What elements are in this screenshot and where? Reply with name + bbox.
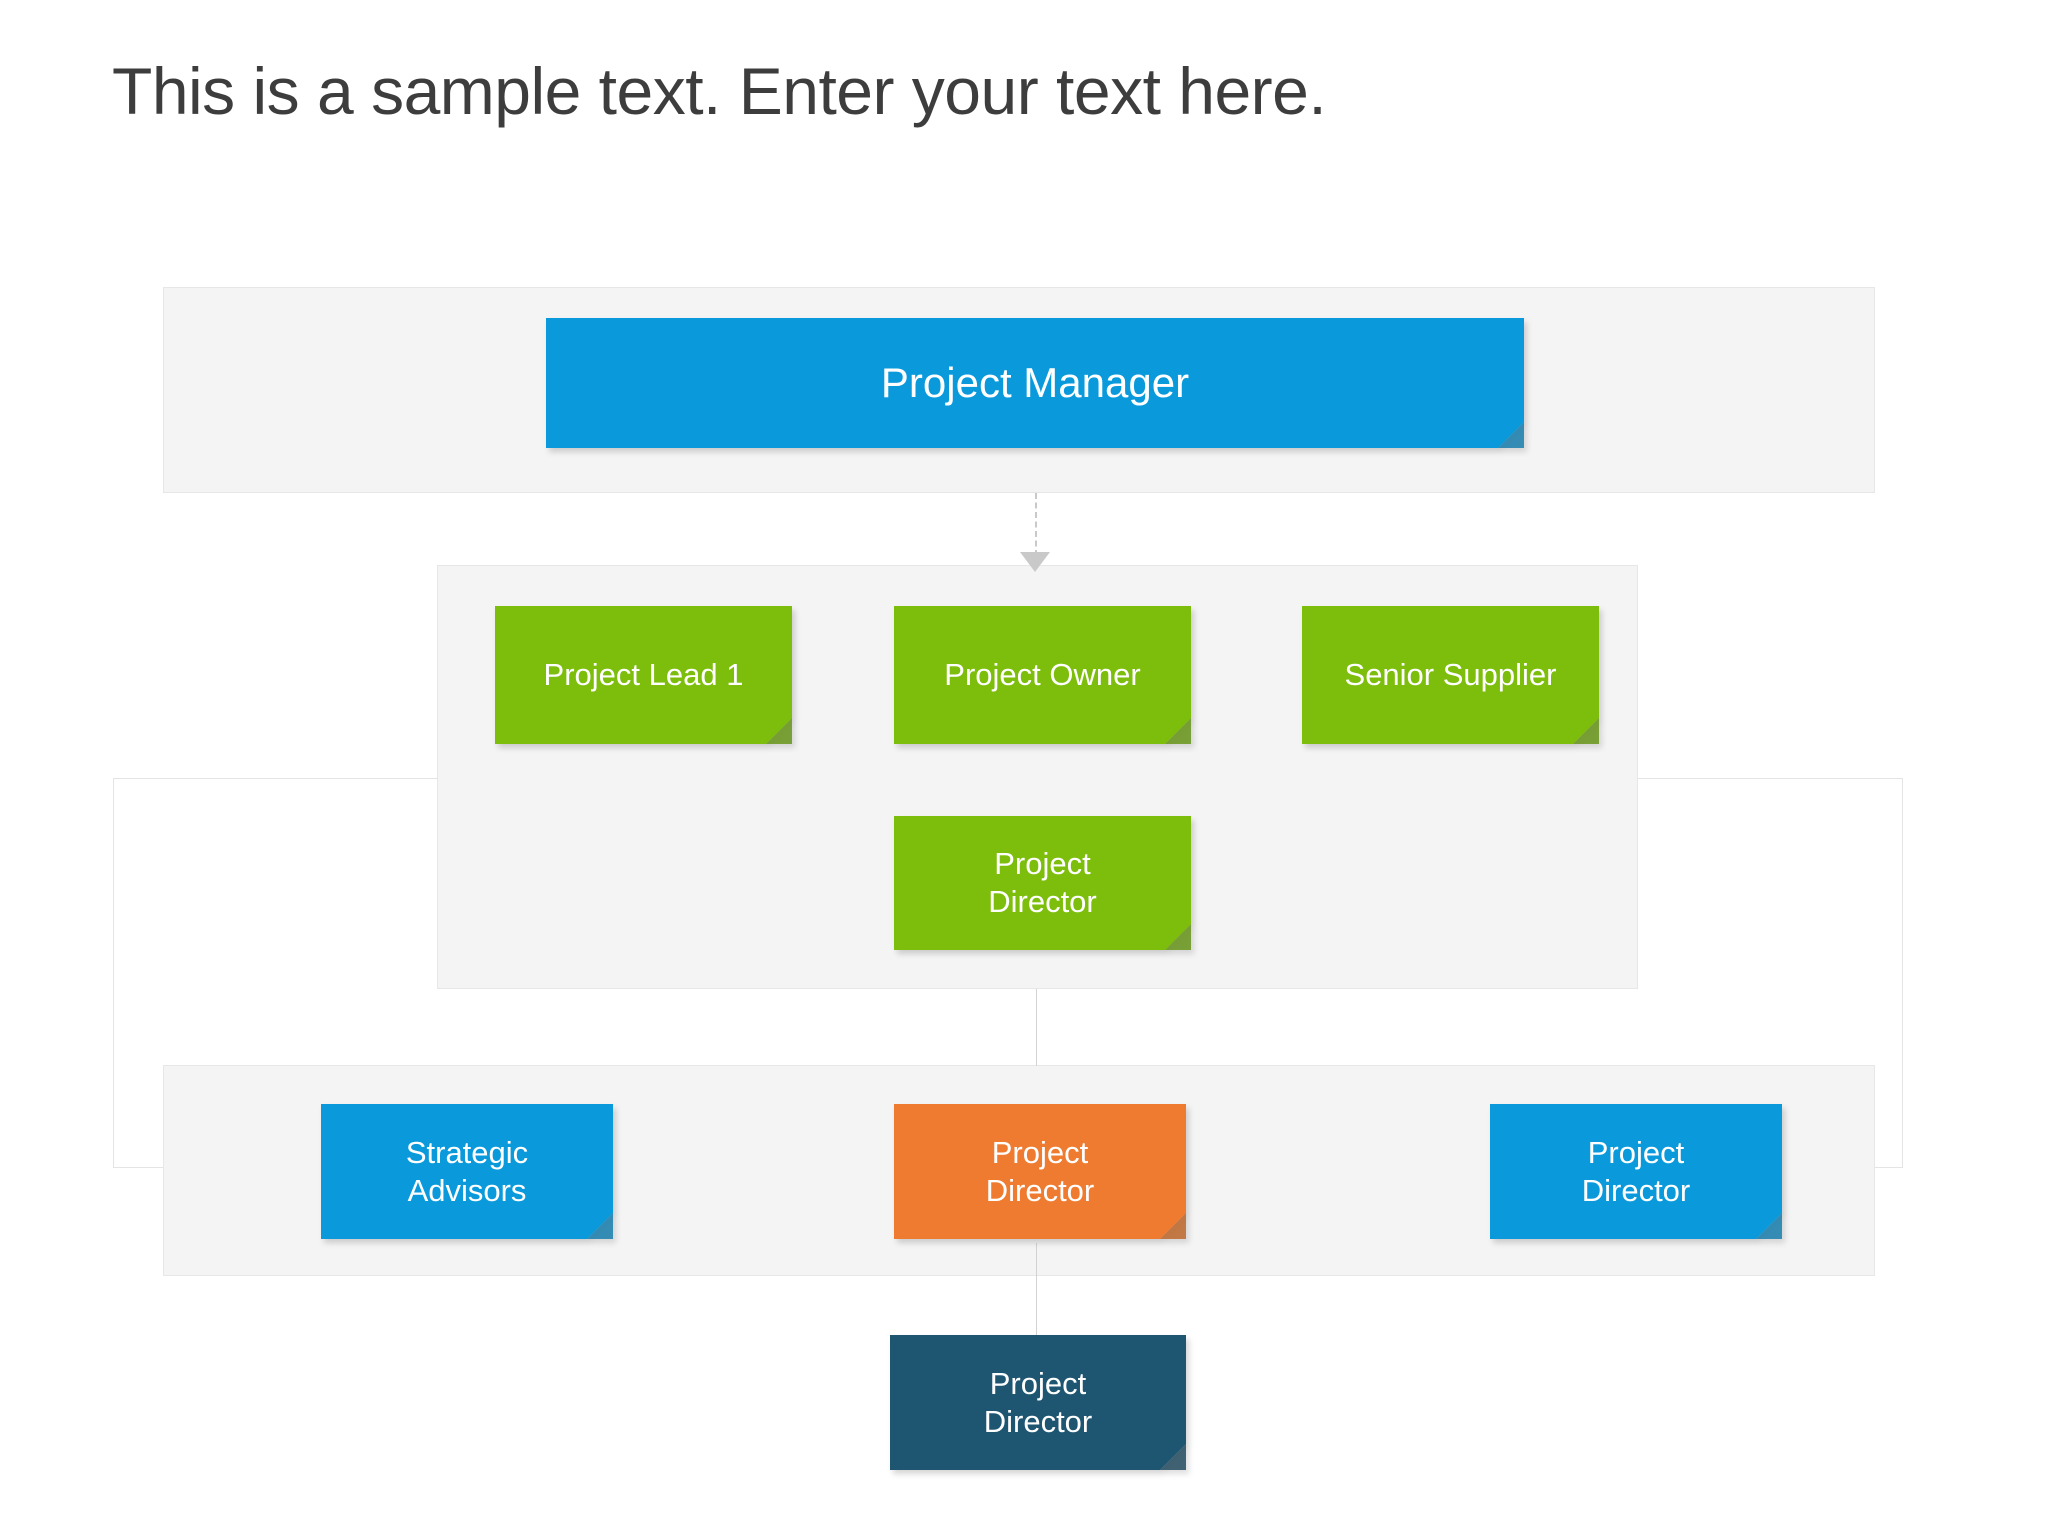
node-surface [890, 1335, 1186, 1470]
node-surface [546, 318, 1524, 448]
node-project-manager[interactable]: Project Manager [546, 318, 1524, 448]
node-label: Project Director [983, 1365, 1093, 1439]
node-project-director-blue[interactable]: Project Director [1490, 1104, 1782, 1239]
connector-level-2-to-level-3 [1036, 989, 1037, 1066]
node-surface [321, 1104, 613, 1239]
node-surface [894, 606, 1191, 744]
node-project-director-green[interactable]: Project Director [894, 816, 1191, 950]
node-surface [1302, 606, 1599, 744]
node-project-director-navy[interactable]: Project Director [890, 1335, 1186, 1470]
node-label: Project Owner [944, 657, 1141, 693]
node-surface [1490, 1104, 1782, 1239]
connector-arrow-down-icon [1020, 552, 1050, 572]
connector-manager-to-level-2 [1035, 493, 1037, 556]
node-label: Project Director [988, 846, 1097, 919]
node-label: Strategic Advisors [405, 1134, 529, 1208]
node-label: Project Manager [880, 359, 1190, 407]
node-surface [894, 816, 1191, 950]
page-title: This is a sample text. Enter your text h… [112, 54, 1327, 128]
node-label: Senior Supplier [1344, 657, 1557, 693]
node-senior-supplier[interactable]: Senior Supplier [1302, 606, 1599, 744]
node-project-lead-1[interactable]: Project Lead 1 [495, 606, 792, 744]
node-label: Project Lead 1 [543, 657, 744, 693]
node-label: Project Director [1581, 1134, 1691, 1208]
node-surface [495, 606, 792, 744]
node-strategic-advisors[interactable]: Strategic Advisors [321, 1104, 613, 1239]
node-project-owner[interactable]: Project Owner [894, 606, 1191, 744]
connector-orange-to-navy [1036, 1243, 1037, 1338]
node-surface [894, 1104, 1186, 1239]
node-project-director-orange[interactable]: Project Director [894, 1104, 1186, 1239]
node-label: Project Director [985, 1134, 1095, 1208]
